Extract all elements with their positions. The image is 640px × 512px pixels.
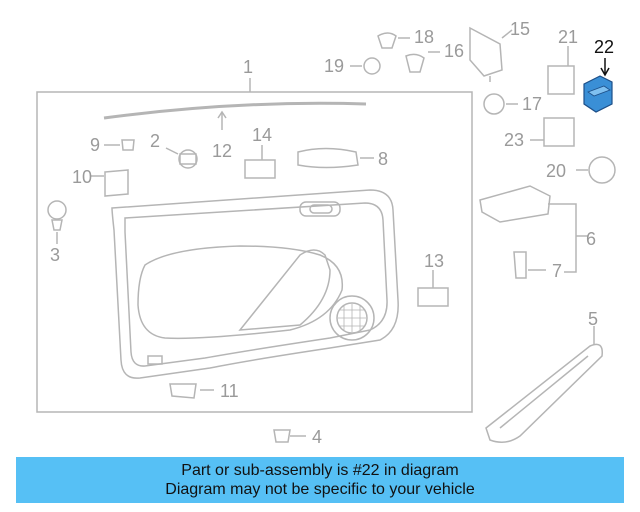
part-19-plug xyxy=(363,57,381,75)
part-5-strip xyxy=(485,343,603,443)
door-panel-frame xyxy=(36,91,473,413)
part-22-switch-highlight xyxy=(583,58,613,113)
callout-16: 16 xyxy=(444,41,465,61)
part-6-armrest xyxy=(479,185,551,223)
callout-7: 7 xyxy=(552,261,563,281)
callout-6: 6 xyxy=(586,229,597,249)
part-21-switch xyxy=(547,65,575,95)
part-9-clip xyxy=(121,139,135,151)
part-18-clip xyxy=(377,32,397,49)
callout-21: 21 xyxy=(558,27,579,47)
part-2-grommet xyxy=(178,149,198,169)
info-banner: Part or sub-assembly is #22 in diagram D… xyxy=(16,457,624,503)
callout-11: 11 xyxy=(220,381,239,401)
callout-3: 3 xyxy=(50,245,61,265)
callout-20: 20 xyxy=(546,161,567,181)
callout-13: 13 xyxy=(424,251,445,271)
banner-line-2: Diagram may not be specific to your vehi… xyxy=(165,481,475,498)
part-12-strip xyxy=(103,101,367,120)
callout-19: 19 xyxy=(324,56,345,76)
callout-8: 8 xyxy=(378,149,389,169)
banner-line-1: Part or sub-assembly is #22 in diagram xyxy=(181,462,459,479)
part-13-bracket xyxy=(417,287,449,307)
part-15-mirror-trim xyxy=(469,26,503,77)
door-trim-panel xyxy=(111,189,399,379)
callout-1: 1 xyxy=(243,57,254,77)
speaker-grille xyxy=(329,295,375,341)
callout-9: 9 xyxy=(90,135,101,155)
callout-23: 23 xyxy=(504,130,525,150)
part-14-bracket xyxy=(244,159,276,179)
part-4-screw xyxy=(273,429,291,443)
part-17-grommet xyxy=(483,93,505,115)
part-16-clip xyxy=(405,53,425,73)
part-7-bracket xyxy=(513,251,527,279)
part-11-piece xyxy=(169,383,197,399)
callout-22: 22 xyxy=(594,37,615,57)
part-10-bracket xyxy=(104,169,129,197)
callout-14: 14 xyxy=(252,125,273,145)
callout-2: 2 xyxy=(150,131,161,151)
callout-15: 15 xyxy=(510,19,531,39)
callout-17: 17 xyxy=(522,94,543,114)
part-20-knob xyxy=(588,156,616,184)
callout-18: 18 xyxy=(414,27,435,47)
callout-10: 10 xyxy=(72,167,93,187)
callout-12: 12 xyxy=(212,141,233,161)
part-23-switch xyxy=(543,117,575,147)
part-8-handle xyxy=(297,147,359,169)
callout-5: 5 xyxy=(588,309,599,329)
part-3-fastener xyxy=(47,200,67,220)
callout-4: 4 xyxy=(312,427,323,447)
